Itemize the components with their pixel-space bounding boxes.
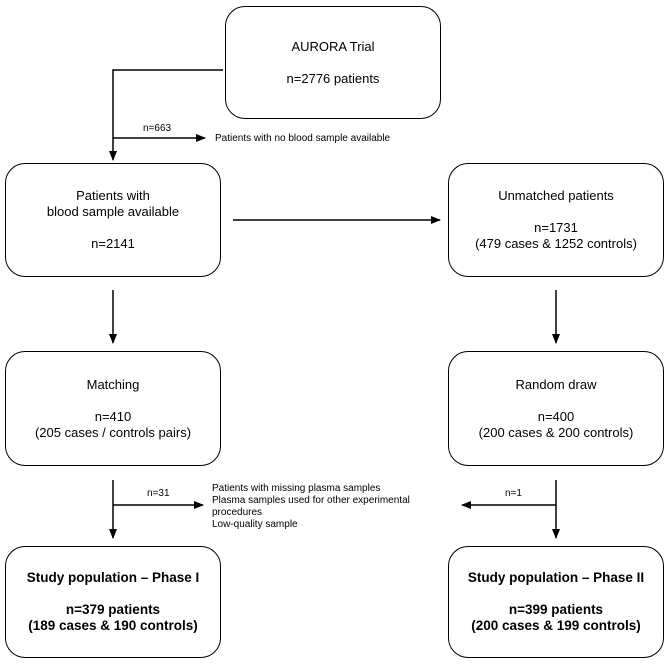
aurora-trial-title: AURORA Trial	[291, 38, 375, 54]
blood-sample-line2: blood sample available	[46, 204, 180, 219]
aurora-trial-box: AURORA Trial n=2776 patients	[225, 6, 441, 119]
phase1-title: Study population – Phase I	[26, 570, 200, 585]
phase1-count: n=379 patients	[65, 602, 161, 617]
exclusion-reason-1: Patients with missing plasma samples	[212, 483, 381, 494]
matching-box: Matching n=410 (205 cases / controls pai…	[5, 351, 221, 466]
unmatched-patients-box: Unmatched patients n=1731 (479 cases & 1…	[448, 163, 664, 277]
phase2-count: n=399 patients	[508, 602, 604, 617]
exclusion-reason-4: Low-quality sample	[212, 519, 298, 530]
random-draw-title: Random draw	[515, 376, 597, 392]
phase2-title: Study population – Phase II	[467, 570, 645, 585]
phase2-detail: (200 cases & 199 controls)	[471, 618, 641, 633]
exclusion-no-blood-count: n=663	[143, 123, 172, 134]
aurora-trial-count: n=2776 patients	[286, 70, 380, 86]
random-draw-count: n=400	[537, 408, 575, 424]
exclusion-reasons: Patients with missing plasma samples Pla…	[212, 483, 410, 531]
blood-sample-line1: Patients with	[76, 188, 150, 203]
matching-count: n=410	[94, 408, 132, 424]
blood-sample-box: Patients with blood sample available n=2…	[5, 163, 221, 277]
exclusion-reason-2: Plasma samples used for other experiment…	[212, 495, 410, 506]
exclusion-phase1-count: n=31	[147, 488, 170, 499]
exclusion-phase2-count: n=1	[505, 488, 522, 499]
unmatched-detail: (479 cases & 1252 controls)	[475, 236, 637, 251]
connector-aurora-to-blood	[109, 69, 223, 161]
matching-detail: (205 cases / controls pairs)	[34, 424, 192, 440]
random-draw-detail: (200 cases & 200 controls)	[478, 424, 634, 440]
random-draw-box: Random draw n=400 (200 cases & 200 contr…	[448, 351, 664, 466]
phase2-box: Study population – Phase II n=399 patien…	[448, 546, 664, 658]
exclusion-reason-3: procedures	[212, 507, 263, 518]
exclusion-no-blood-label: Patients with no blood sample available	[215, 133, 391, 144]
blood-sample-count: n=2141	[91, 236, 135, 251]
unmatched-count: n=1731	[534, 220, 578, 235]
phase1-box: Study population – Phase I n=379 patient…	[5, 546, 221, 658]
phase1-detail: (189 cases & 190 controls)	[28, 618, 198, 633]
matching-title: Matching	[86, 376, 140, 392]
unmatched-title: Unmatched patients	[498, 188, 614, 203]
